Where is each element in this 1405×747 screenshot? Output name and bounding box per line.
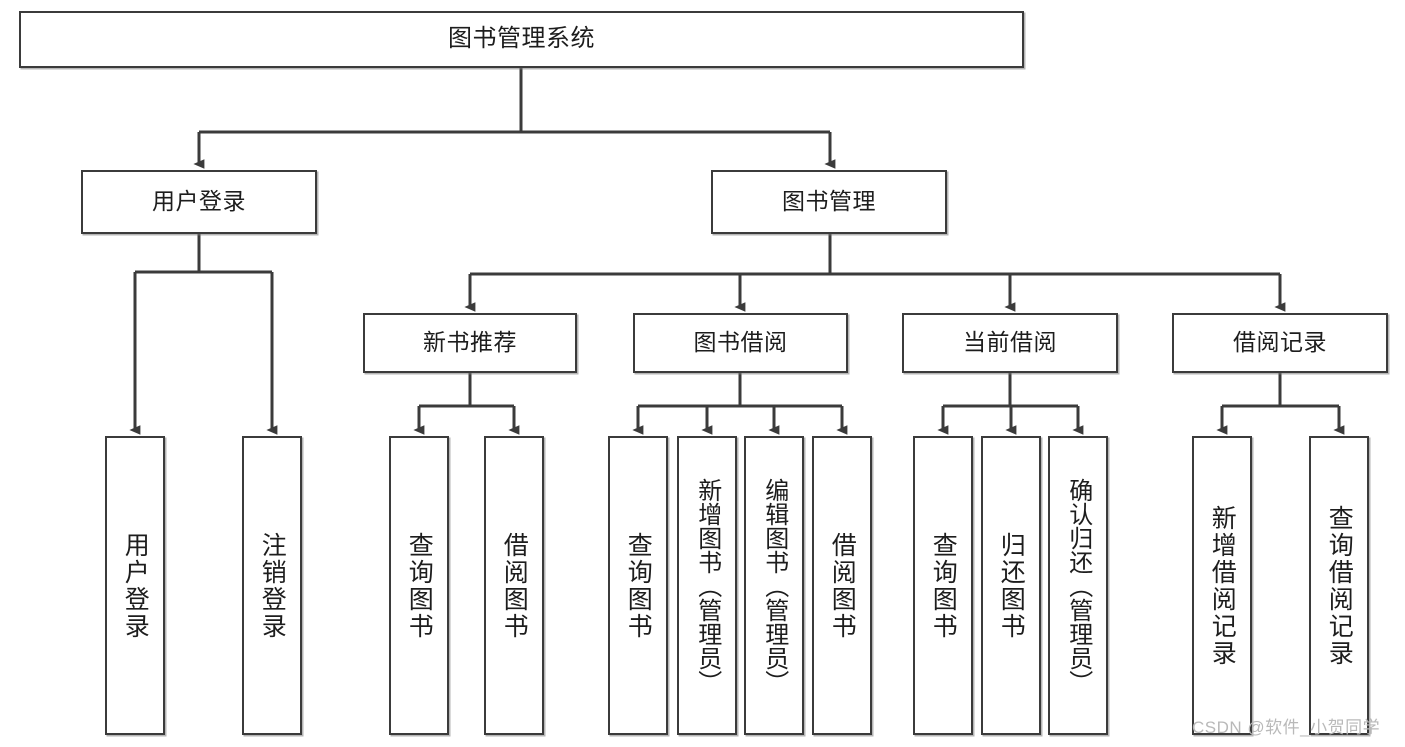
leaf-record-add-record[interactable]: 新增借阅记录 [1192, 436, 1252, 735]
node-current-borrow[interactable]: 当前借阅 [902, 313, 1118, 373]
node-label: 借阅记录 [1233, 329, 1327, 356]
node-label: 当前借阅 [963, 329, 1057, 356]
node-label: 借阅图书 [828, 531, 857, 640]
node-label: 编辑图书（管理员） [760, 477, 788, 694]
leaf-borrow-query-book[interactable]: 查询图书 [608, 436, 668, 735]
node-label: 注销登录 [258, 531, 287, 640]
node-label: 新增图书（管理员） [693, 477, 721, 694]
node-borrow-record[interactable]: 借阅记录 [1172, 313, 1388, 373]
node-label: 图书管理 [782, 188, 876, 215]
node-label: 借阅图书 [500, 531, 529, 640]
node-label: 用户登录 [121, 531, 150, 640]
node-new-book-recommend[interactable]: 新书推荐 [363, 313, 577, 373]
node-label: 新增借阅记录 [1208, 504, 1237, 667]
node-label: 查询图书 [405, 531, 434, 640]
node-label: 查询借阅记录 [1325, 504, 1354, 667]
node-label: 图书管理系统 [448, 25, 595, 53]
leaf-borrow-add-book-admin[interactable]: 新增图书（管理员） [677, 436, 737, 735]
node-label: 查询图书 [929, 531, 958, 640]
leaf-borrow-borrow-book[interactable]: 借阅图书 [812, 436, 872, 735]
node-label: 归还图书 [997, 531, 1026, 640]
node-root-system[interactable]: 图书管理系统 [19, 11, 1024, 68]
node-label: 查询图书 [624, 531, 653, 640]
leaf-user-logout[interactable]: 注销登录 [242, 436, 302, 735]
leaf-newbook-borrow-book[interactable]: 借阅图书 [484, 436, 544, 735]
leaf-record-query-record[interactable]: 查询借阅记录 [1309, 436, 1369, 735]
node-label: 新书推荐 [423, 329, 517, 356]
node-label: 用户登录 [152, 188, 246, 215]
leaf-borrow-edit-book-admin[interactable]: 编辑图书（管理员） [744, 436, 804, 735]
node-label: 图书借阅 [693, 329, 788, 356]
leaf-newbook-query-book[interactable]: 查询图书 [389, 436, 449, 735]
leaf-current-return-book[interactable]: 归还图书 [981, 436, 1041, 735]
node-user-login[interactable]: 用户登录 [81, 170, 317, 234]
node-label: 确认归还（管理员） [1064, 477, 1092, 694]
node-book-management[interactable]: 图书管理 [711, 170, 947, 234]
node-book-borrow[interactable]: 图书借阅 [633, 313, 848, 373]
leaf-current-confirm-return-admin[interactable]: 确认归还（管理员） [1048, 436, 1108, 735]
leaf-current-query-book[interactable]: 查询图书 [913, 436, 973, 735]
leaf-user-login[interactable]: 用户登录 [105, 436, 165, 735]
